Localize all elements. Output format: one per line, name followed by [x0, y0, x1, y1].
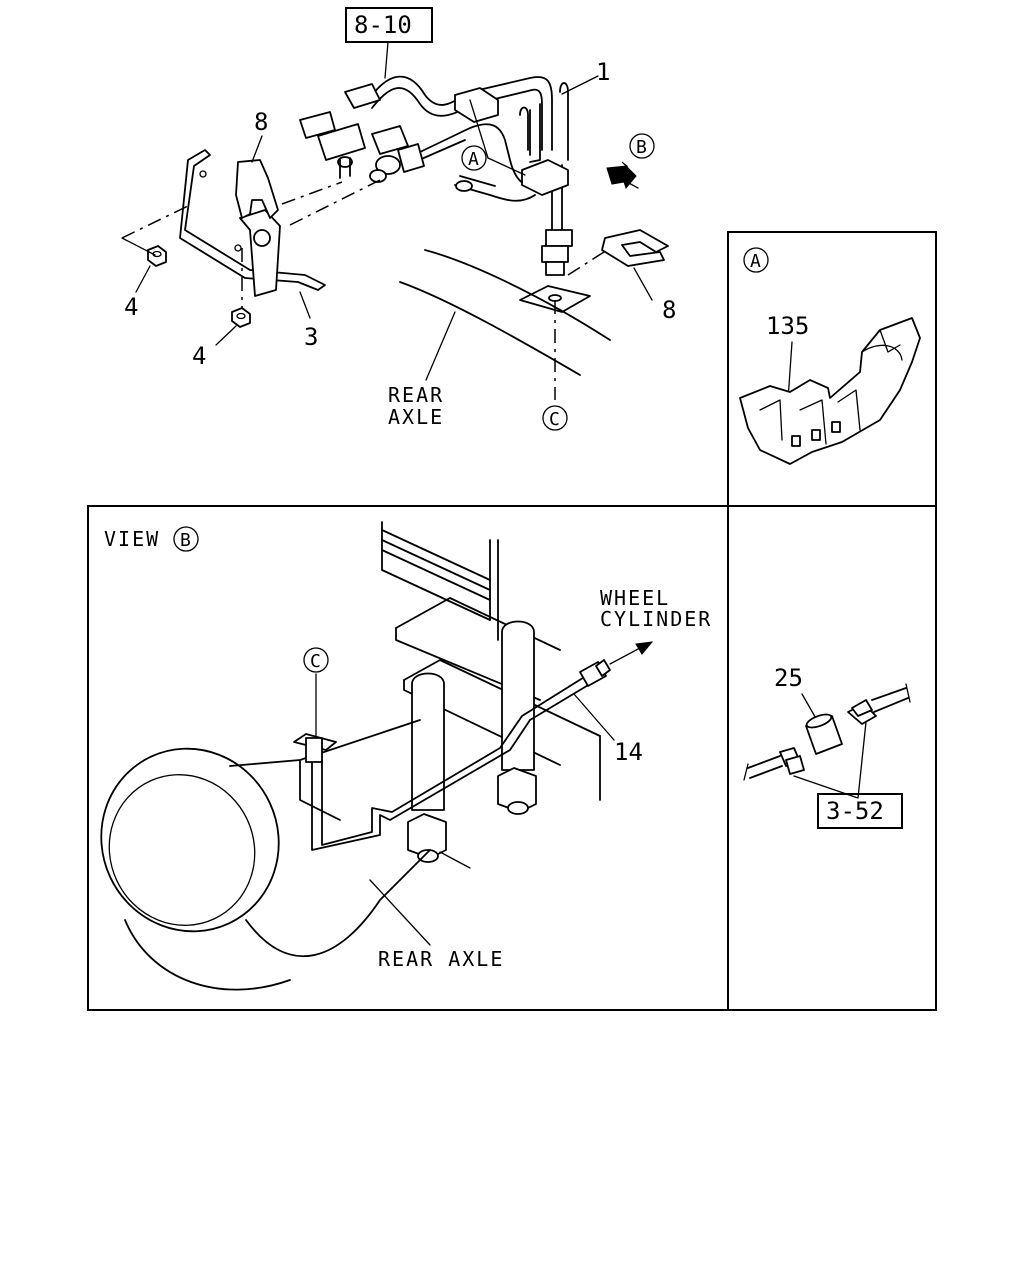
- leaders-top: [135, 75, 653, 381]
- callout-25: 25: [774, 664, 803, 692]
- pipe-bracket-c: [293, 733, 337, 763]
- callout-8-top: 8: [254, 108, 268, 136]
- callout-4-left: 4: [124, 293, 138, 321]
- clip-8-upper[interactable]: [235, 159, 279, 219]
- wheel-cylinder-label-2: CYLINDER: [600, 607, 712, 631]
- detail-a-panel: A 135: [727, 231, 937, 507]
- pipe-joint-parts: [743, 683, 911, 781]
- brake-pipes: [369, 75, 569, 241]
- rear-axle-outline-top: [399, 249, 611, 400]
- callout-14: 14: [614, 738, 643, 766]
- view-b-panel: VIEW B: [87, 505, 729, 1011]
- ref-box-3-52[interactable]: 3-52: [817, 793, 903, 829]
- connector-detail-panel: 25 3-52: [727, 505, 937, 1011]
- leader-rear-axle-bottom: [369, 879, 431, 946]
- svg-text:C: C: [310, 651, 321, 672]
- clip-a-assembly[interactable]: [454, 87, 569, 196]
- axle-housing: [100, 719, 431, 991]
- leaf-spring: [381, 521, 601, 801]
- nut-4-left[interactable]: [147, 245, 167, 267]
- bracket-3[interactable]: [179, 149, 326, 297]
- ref-box-8-10[interactable]: 8-10: [345, 7, 433, 43]
- wheel-cylinder-label-1: WHEEL: [600, 586, 670, 610]
- clip-8-right[interactable]: [601, 229, 669, 267]
- svg-text:8-10: 8-10: [354, 11, 412, 39]
- main-exploded-view: 8-10: [121, 7, 676, 431]
- marker-a-detail: A: [743, 247, 769, 273]
- svg-text:A: A: [750, 251, 761, 272]
- view-b-arrow: [606, 161, 639, 190]
- rear-axle-label-top-1: REAR: [388, 383, 444, 407]
- hose-fittings: [299, 83, 473, 192]
- marker-c-main: C: [542, 405, 568, 431]
- brake-pipe-14: [311, 675, 591, 851]
- leader-135: [787, 341, 793, 401]
- marker-b-main: B: [629, 133, 655, 159]
- leader-8-10: [384, 41, 389, 79]
- assembly-lines: [121, 179, 605, 308]
- callout-1: 1: [596, 58, 610, 86]
- svg-text:3-52: 3-52: [826, 797, 884, 825]
- svg-text:B: B: [636, 137, 647, 158]
- svg-text:A: A: [468, 149, 479, 170]
- svg-text:C: C: [549, 409, 560, 430]
- rear-axle-label-bottom: REAR AXLE: [378, 947, 504, 971]
- marker-c-view: C: [303, 647, 329, 673]
- callout-8-right: 8: [662, 296, 676, 324]
- axle-hose-fitting: [541, 229, 573, 276]
- marker-a-main: A: [461, 145, 487, 171]
- clip-135[interactable]: [739, 317, 921, 465]
- marker-b-view: B: [173, 526, 199, 552]
- rear-axle-label-top-2: AXLE: [388, 405, 444, 429]
- svg-text:B: B: [180, 530, 191, 551]
- nut-4-bottom[interactable]: [231, 307, 251, 328]
- leader-nut-bottom: [439, 851, 471, 869]
- callout-4-bottom: 4: [192, 342, 206, 370]
- callout-135: 135: [766, 312, 809, 340]
- view-label: VIEW: [104, 527, 160, 551]
- leader-14: [573, 693, 615, 741]
- callout-3: 3: [304, 323, 318, 351]
- u-bolt-nuts: [407, 767, 537, 863]
- wheel-cylinder-fitting: [579, 641, 654, 687]
